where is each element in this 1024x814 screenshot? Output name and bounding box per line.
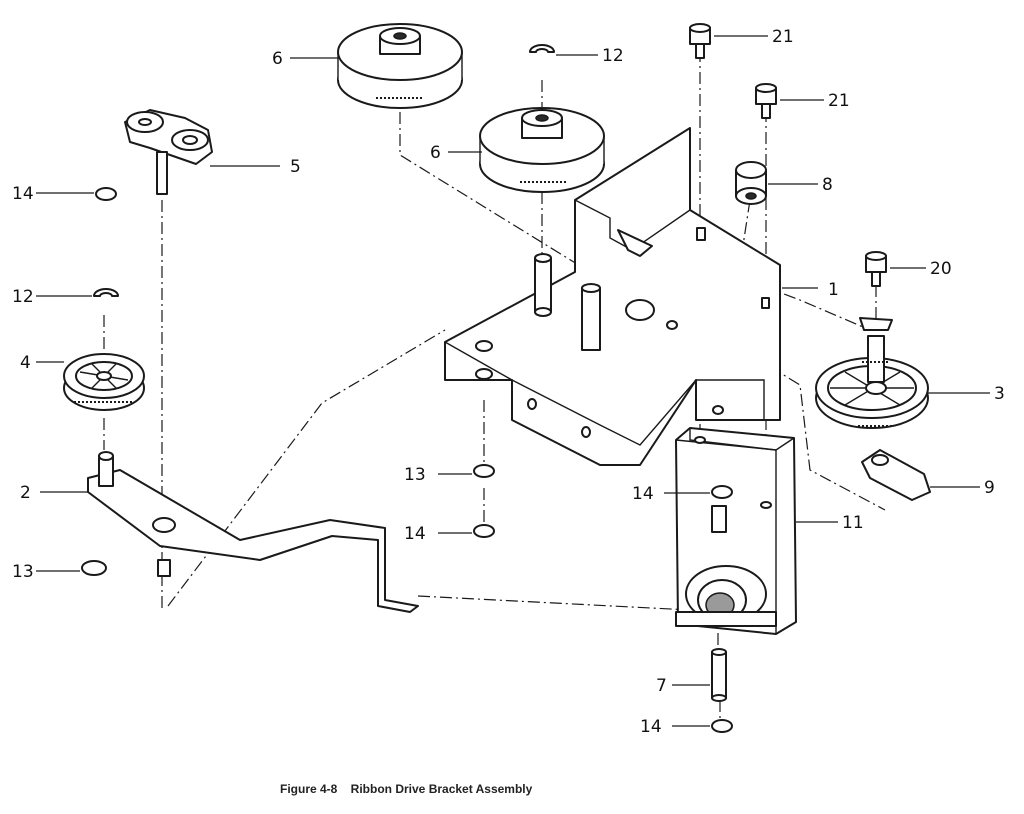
- callout-14-center: 14: [404, 524, 426, 544]
- callout-21-lower: 21: [828, 91, 850, 111]
- callout-7: 7: [656, 676, 667, 696]
- callout-1: 1: [828, 280, 839, 300]
- e-ring-part-14-left: [95, 187, 117, 201]
- callout-3: 3: [994, 384, 1005, 404]
- e-clip-part-12-left: [93, 288, 119, 297]
- callout-numbers: 1 2 3 4 5 6 6 7 8 9 11 12 12 13 13 14 14…: [12, 27, 1005, 737]
- e-ring-part-13-center: [473, 464, 495, 478]
- pulley-wheel-part-4: [63, 353, 145, 411]
- e-ring-part-13-left: [81, 560, 107, 576]
- e-ring-part-14-bottom: [711, 719, 733, 733]
- callout-14-left: 14: [12, 184, 34, 204]
- callout-5: 5: [290, 157, 301, 177]
- figure-caption: Figure 4-8 Ribbon Drive Bracket Assembly: [280, 782, 533, 796]
- callout-20: 20: [930, 259, 952, 279]
- callout-8: 8: [822, 175, 833, 195]
- callout-6-upper: 6: [272, 49, 283, 69]
- gear-part-6-lower: [479, 107, 605, 193]
- callout-4: 4: [20, 353, 31, 373]
- callout-13-center: 13: [404, 465, 426, 485]
- solenoid-part-11: [675, 427, 797, 635]
- e-clip-part-12-top: [529, 44, 555, 53]
- ribbon-drive-bracket-part-1: [444, 127, 781, 466]
- callout-14-solenoid: 14: [632, 484, 654, 504]
- callout-2: 2: [20, 483, 31, 503]
- gear-part-6-upper: [337, 23, 463, 109]
- screw-part-21-lower: [755, 83, 777, 119]
- callout-11: 11: [842, 513, 864, 533]
- rotor-arm-part-5: [124, 109, 213, 195]
- callout-21-upper: 21: [772, 27, 794, 47]
- callout-6-lower: 6: [430, 143, 441, 163]
- callout-13-left: 13: [12, 562, 34, 582]
- e-ring-part-14-solenoid: [711, 485, 733, 499]
- link-arm-part-9: [861, 449, 931, 501]
- screw-part-20: [865, 251, 887, 287]
- lever-arm-part-2: [87, 451, 419, 613]
- callout-leader-lines: [36, 35, 990, 727]
- retaining-clips: [81, 44, 733, 733]
- callout-12-left: 12: [12, 287, 34, 307]
- spoked-wheel-part-3: [815, 317, 929, 429]
- callout-12-top: 12: [602, 46, 624, 66]
- screw-part-21-upper: [689, 23, 711, 59]
- roller-part-8: [735, 161, 767, 205]
- e-ring-part-14-center: [473, 524, 495, 538]
- callout-14-bottom: 14: [640, 717, 662, 737]
- plunger-pin-part-7: [711, 648, 727, 702]
- callout-9: 9: [984, 478, 995, 498]
